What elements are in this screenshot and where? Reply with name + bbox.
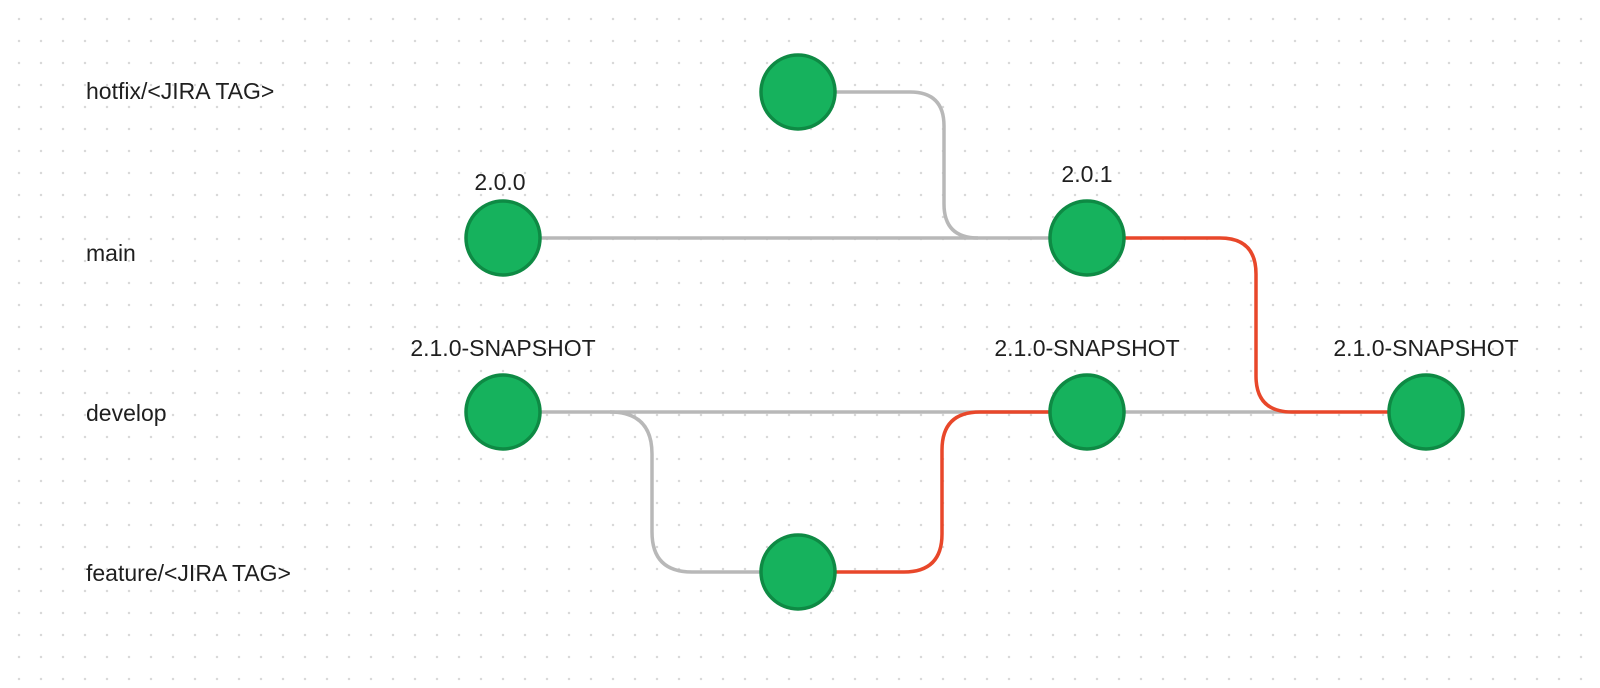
edge-hotfix-to-main	[836, 90, 1050, 240]
commit-develop-2[interactable]	[1048, 373, 1126, 451]
commit-feature[interactable]	[759, 533, 837, 611]
version-label-main-1: 2.0.0	[474, 169, 526, 195]
commit-main-2-0-0[interactable]	[464, 199, 542, 277]
branch-label-develop: develop	[86, 400, 167, 426]
branch-label-main: main	[86, 240, 136, 266]
commit-develop-1[interactable]	[464, 373, 542, 451]
branch-label-feature: feature/<JIRA TAG>	[86, 560, 291, 586]
version-label-develop-2: 2.1.0-SNAPSHOT	[994, 335, 1180, 361]
version-label-main-2: 2.0.1	[1061, 161, 1113, 187]
version-label-develop-1: 2.1.0-SNAPSHOT	[410, 335, 596, 361]
branch-label-hotfix: hotfix/<JIRA TAG>	[86, 78, 275, 104]
commit-hotfix[interactable]	[759, 53, 837, 131]
edge-feature-to-develop	[836, 410, 1050, 574]
edge-main-to-develop	[1125, 236, 1388, 414]
edges	[540, 90, 1388, 574]
commit-develop-3[interactable]	[1387, 373, 1465, 451]
commit-main-2-0-1[interactable]	[1048, 199, 1126, 277]
version-label-develop-3: 2.1.0-SNAPSHOT	[1333, 335, 1519, 361]
edge-develop-to-feature	[609, 410, 760, 574]
commits	[464, 53, 1465, 611]
